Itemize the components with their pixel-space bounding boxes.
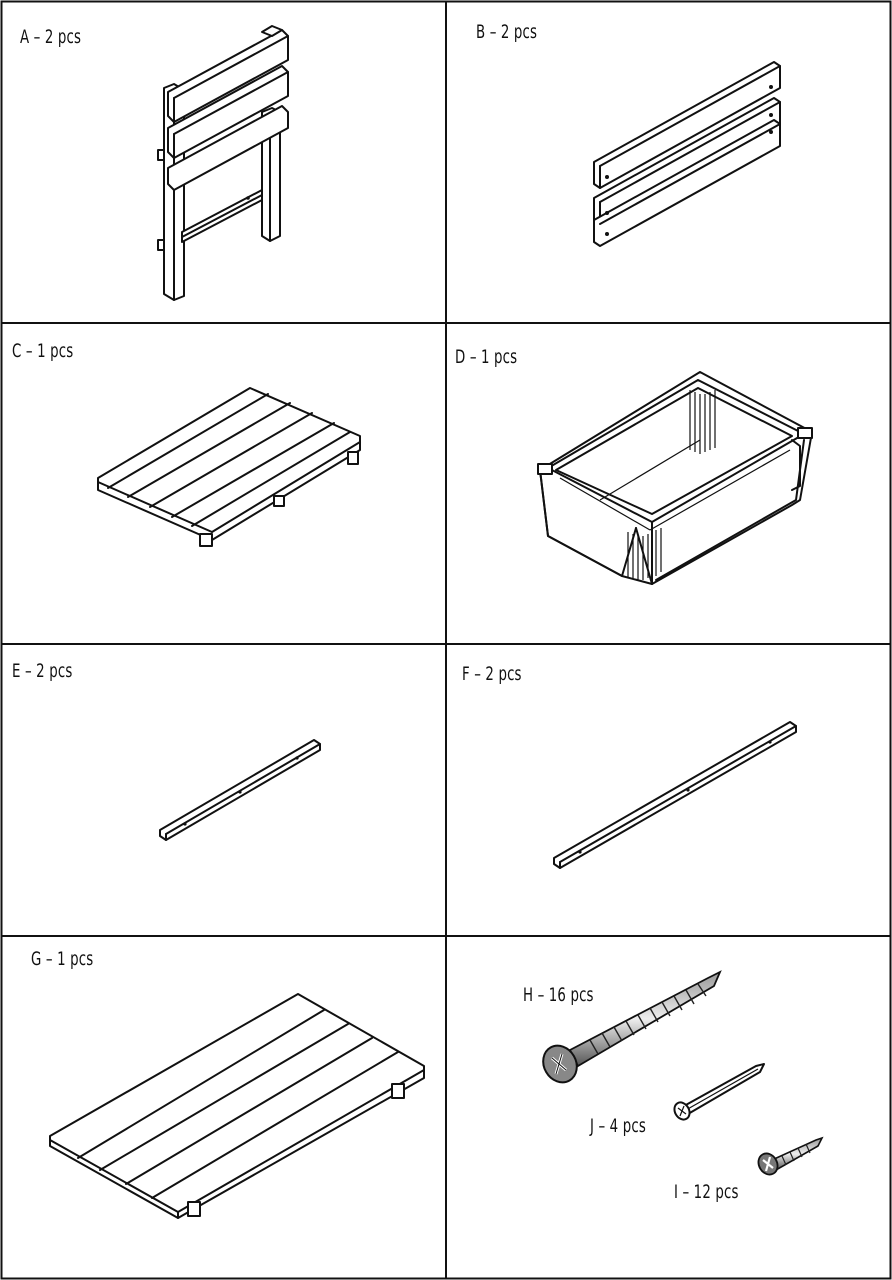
part-label-f: F – 2 pcs	[462, 663, 522, 685]
part-label-c: C – 1 pcs	[12, 340, 74, 362]
part-label-d: D – 1 pcs	[455, 346, 518, 368]
part-label-j: J – 4 pcs	[590, 1115, 646, 1137]
part-label-b: B – 2 pcs	[476, 21, 538, 43]
part-label-i: I – 12 pcs	[674, 1181, 739, 1203]
part-label-g: G – 1 pcs	[31, 948, 94, 970]
part-label-h: H – 16 pcs	[523, 984, 594, 1006]
part-label-e: E – 2 pcs	[12, 660, 73, 682]
part-label-a: A – 2 pcs	[20, 26, 82, 48]
